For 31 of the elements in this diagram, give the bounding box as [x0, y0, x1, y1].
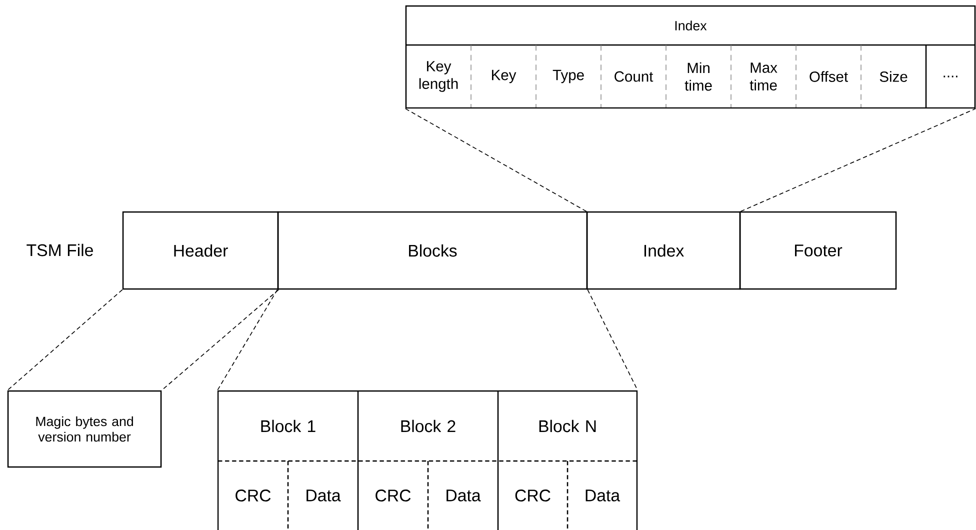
block-header-cell: Block N [539, 420, 596, 432]
dashed-line [404, 108, 587, 212]
table-cell: Data [586, 490, 620, 502]
file-section-box: Index [586, 211, 741, 290]
field-cell: Type [552, 70, 584, 84]
table-cell: Data [306, 490, 341, 502]
file-label: TSM File [26, 244, 93, 256]
table-cell: CRC [515, 490, 550, 502]
blocks-table [217, 390, 638, 530]
field-cell: Size [880, 71, 908, 82]
dashed-line [6, 289, 123, 391]
field-cell: Max time [750, 62, 778, 90]
table-cell: CRC [376, 490, 411, 502]
file-section-box: Footer [739, 211, 897, 290]
dashed-line [216, 289, 278, 391]
info-box: Magic bytes and version number [7, 390, 162, 468]
field-cell: Offset [810, 71, 848, 82]
file-section-box: Header [122, 211, 279, 290]
field-cell: Count [614, 71, 654, 82]
field-cell: .... [944, 76, 958, 78]
table-cell: Data [446, 490, 481, 502]
field-cell: Key length [419, 61, 458, 92]
table-cell: CRC [236, 490, 271, 502]
field-cell: Key [492, 70, 516, 84]
dashed-line [161, 289, 280, 391]
field-cell: Min time [684, 62, 712, 91]
dashed-line [740, 108, 976, 212]
dashed-line [587, 289, 638, 391]
file-section-box: Blocks [277, 211, 588, 290]
block-header-cell: Block 1 [261, 420, 316, 432]
block-header-cell: Block 2 [401, 420, 456, 432]
